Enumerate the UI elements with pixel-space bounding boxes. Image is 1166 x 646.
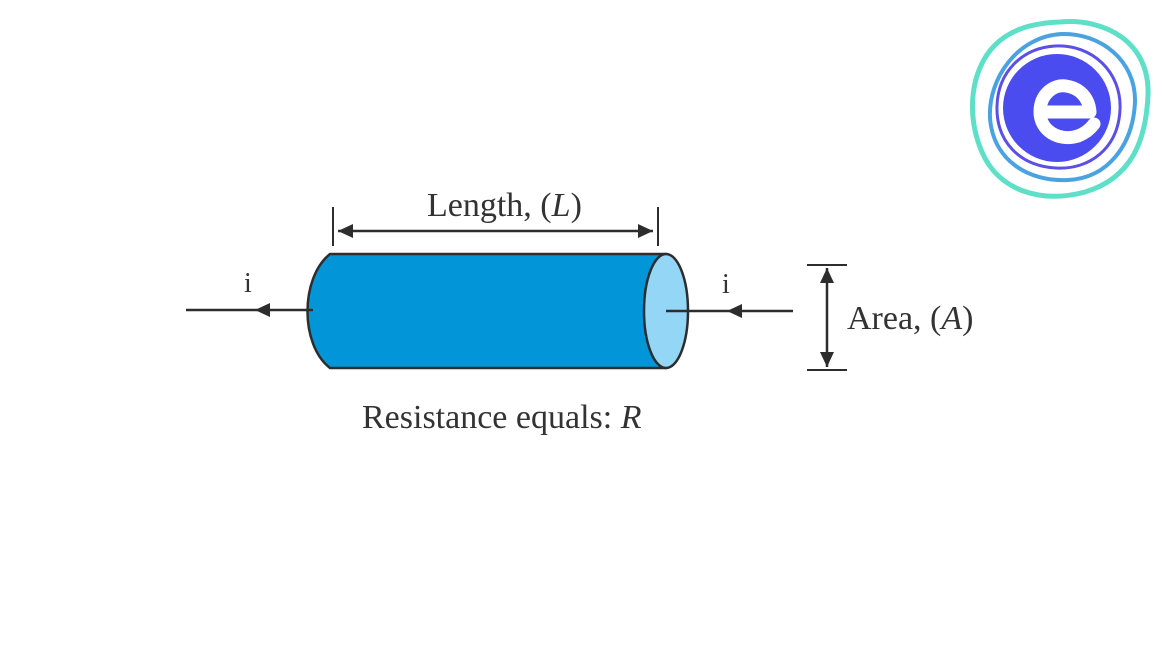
- area-arrow-bottom-head: [820, 352, 834, 367]
- length-label: Length, (L): [427, 187, 582, 224]
- current-right-label: i: [722, 269, 730, 300]
- resistance-caption: Resistance equals: R: [362, 399, 642, 436]
- length-arrow-right-head: [638, 224, 653, 238]
- length-arrow-left-head: [338, 224, 353, 238]
- logo-middle-ring: [987, 31, 1138, 183]
- current-left: i: [186, 268, 313, 317]
- area-label: Area, (A): [847, 300, 974, 337]
- current-right-arrowhead: [727, 304, 742, 318]
- conductor-cylinder: [306, 252, 690, 370]
- brand-logo-icon: [970, 19, 1151, 199]
- current-left-label: i: [244, 268, 252, 299]
- cylinder-body: [306, 252, 668, 370]
- area-dimension: Area, (A): [807, 264, 974, 371]
- logo-inner-ring: [995, 44, 1122, 170]
- current-right: i: [666, 269, 793, 318]
- area-arrow-top-head: [820, 268, 834, 283]
- logo-letter-e: [1033, 79, 1101, 144]
- current-left-arrowhead: [255, 303, 270, 317]
- logo-outer-ring: [970, 19, 1151, 199]
- length-dimension: Length, (L): [332, 187, 659, 246]
